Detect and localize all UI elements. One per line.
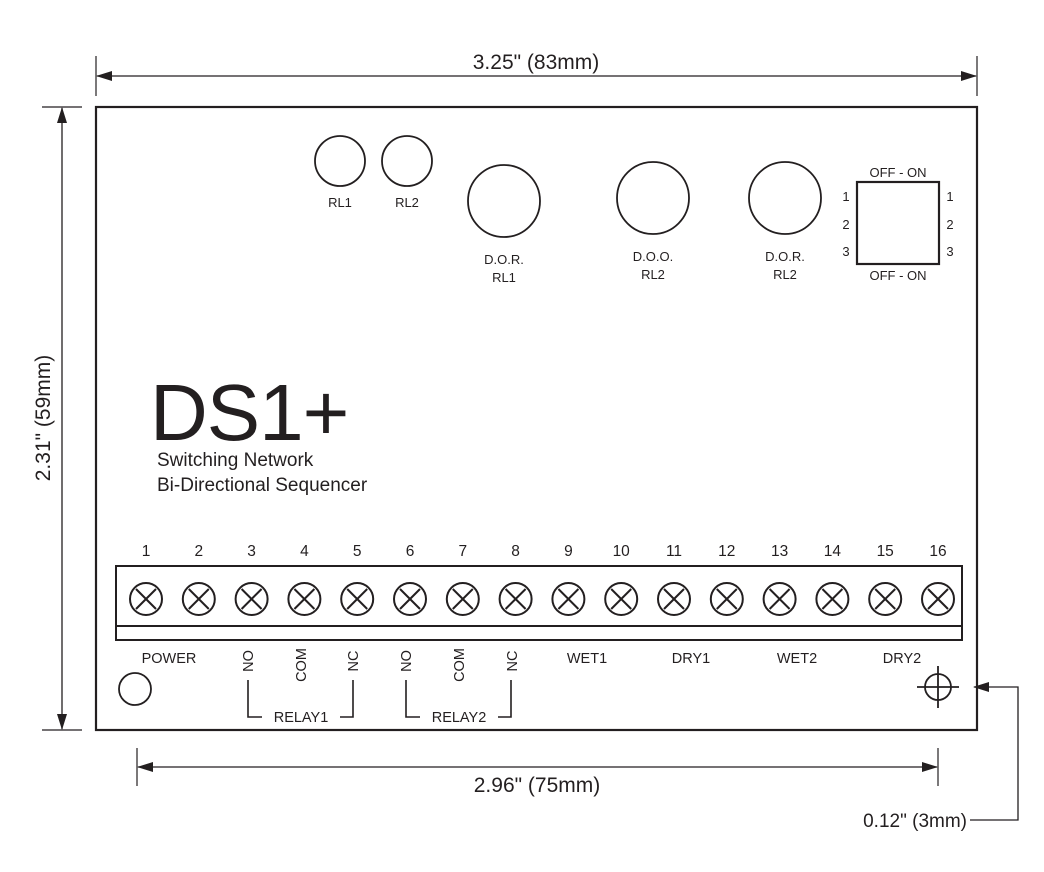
terminal-screw[interactable]: [234, 582, 269, 616]
width-label: 3.25" (83mm): [473, 51, 600, 74]
hole-spacing-dimension: 2.96" (75mm): [136, 748, 939, 797]
pot-dor-rl2[interactable]: [748, 161, 822, 235]
terminal-screw[interactable]: [129, 582, 163, 616]
terminal-block-rail: [115, 625, 963, 641]
terminal-number: 16: [929, 543, 946, 560]
pot-3-line1: D.O.R.: [765, 249, 805, 264]
dip-right-2: 2: [946, 217, 953, 232]
terminal-number: 9: [564, 543, 573, 560]
label-wet2: WET2: [777, 651, 817, 667]
dip-right-3: 3: [946, 244, 953, 259]
pot-2-line1: D.O.O.: [633, 249, 673, 264]
label-power: POWER: [142, 651, 197, 667]
pot-1-line2: RL1: [492, 270, 516, 285]
dip-right-1: 1: [946, 189, 953, 204]
terminal-number: 7: [458, 543, 467, 560]
dip-left-2: 2: [842, 217, 849, 232]
hole-offset-callout: 0.12" (3mm): [863, 682, 1019, 832]
terminal-screw[interactable]: [604, 582, 639, 616]
dip-left-1: 1: [842, 189, 849, 204]
led-rl1-label: RL1: [328, 195, 352, 210]
dip-bottom-label: OFF - ON: [869, 268, 926, 283]
label-dry2: DRY2: [883, 651, 921, 667]
height-dimension: 2.31" (59mm): [32, 106, 82, 731]
pot-doo-rl2[interactable]: [616, 161, 690, 235]
power-led: [118, 672, 152, 706]
dip-switch: OFF - ON OFF - ON 1 2 3 1 2 3: [842, 165, 953, 283]
terminal-number: 12: [718, 543, 735, 560]
terminal-number: 15: [877, 543, 894, 560]
pot-2-line2: RL2: [641, 267, 665, 282]
label-wet1: WET1: [567, 651, 607, 667]
terminal-number: 11: [666, 543, 682, 560]
terminal-number: 5: [353, 543, 362, 560]
product-line2: Bi-Directional Sequencer: [157, 475, 368, 496]
terminal-labels: POWER NO COM NC NO COM NC RELAY1 RELAY2 …: [118, 648, 921, 726]
label-r2-com: COM: [452, 648, 468, 682]
terminal-screw[interactable]: [762, 582, 797, 616]
width-dimension: 3.25" (83mm): [95, 51, 978, 96]
terminal-number: 4: [300, 543, 309, 560]
hole-offset-leader: [970, 682, 1019, 821]
terminal-screw[interactable]: [287, 582, 322, 616]
label-r2-no: NO: [399, 650, 415, 672]
terminal-number: 2: [194, 543, 203, 560]
terminal-screw[interactable]: [393, 582, 427, 616]
label-r1-nc: NC: [346, 651, 362, 672]
relay2-bracket: [405, 680, 512, 718]
terminal-screw[interactable]: [815, 582, 850, 616]
product-line1: Switching Network: [157, 450, 314, 471]
pot-dor-rl1[interactable]: [467, 164, 541, 238]
label-r2-nc: NC: [505, 651, 521, 672]
terminal-number: 13: [771, 543, 788, 560]
pot-1-line1: D.O.R.: [484, 252, 524, 267]
led-rl2-label: RL2: [395, 195, 419, 210]
led-rl2: [381, 135, 433, 187]
terminal-screw[interactable]: [340, 582, 375, 616]
terminal-screw[interactable]: [181, 582, 216, 616]
mounting-hole: [917, 666, 959, 708]
label-r1-no: NO: [241, 650, 257, 672]
terminal-number: 3: [247, 543, 256, 560]
terminal-screw[interactable]: [868, 582, 903, 616]
label-r1-com: COM: [294, 648, 310, 682]
terminal-screw[interactable]: [551, 582, 586, 616]
terminal-number: 6: [406, 543, 415, 560]
terminal-screw[interactable]: [921, 582, 955, 616]
label-relay2: RELAY2: [432, 710, 487, 726]
terminal-screw[interactable]: [709, 582, 744, 616]
label-relay1: RELAY1: [274, 710, 329, 726]
pot-group: D.O.R. RL1 D.O.O. RL2 D.O.R. RL2: [467, 161, 822, 285]
dip-left-3: 3: [842, 244, 849, 259]
led-rl1: [314, 135, 366, 187]
dip-top-label: OFF - ON: [869, 165, 926, 180]
terminal-number: 14: [824, 543, 842, 560]
brand-block: DS1+ Switching Network Bi-Directional Se…: [150, 368, 368, 496]
terminal-screw[interactable]: [657, 582, 691, 616]
height-label: 2.31" (59mm): [32, 355, 55, 482]
product-name: DS1+: [150, 368, 348, 457]
relay1-bracket: [247, 680, 354, 718]
pot-3-line2: RL2: [773, 267, 797, 282]
hole-offset-label: 0.12" (3mm): [863, 811, 967, 832]
terminal-screws: [129, 582, 955, 616]
hole-spacing-label: 2.96" (75mm): [474, 774, 601, 797]
terminal-number: 10: [613, 543, 631, 560]
label-dry1: DRY1: [672, 651, 710, 667]
terminal-number: 8: [511, 543, 520, 560]
terminal-number: 1: [142, 543, 151, 560]
led-group: RL1 RL2: [314, 135, 433, 210]
terminal-screw[interactable]: [498, 582, 533, 616]
terminal-screw[interactable]: [445, 582, 480, 616]
dip-switch-body[interactable]: [855, 180, 941, 266]
